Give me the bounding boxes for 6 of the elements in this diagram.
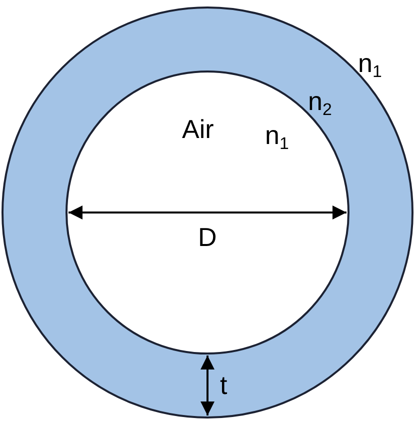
region-label: Air: [182, 116, 214, 142]
refractive-index-label: n$_{2}$: [308, 88, 332, 119]
dimension-label: t: [220, 372, 228, 398]
dimension-label: D: [198, 224, 217, 250]
refractive-index-label: n$_{1}$: [265, 122, 289, 153]
refractive-index-label: n$_{1}$: [358, 50, 382, 81]
